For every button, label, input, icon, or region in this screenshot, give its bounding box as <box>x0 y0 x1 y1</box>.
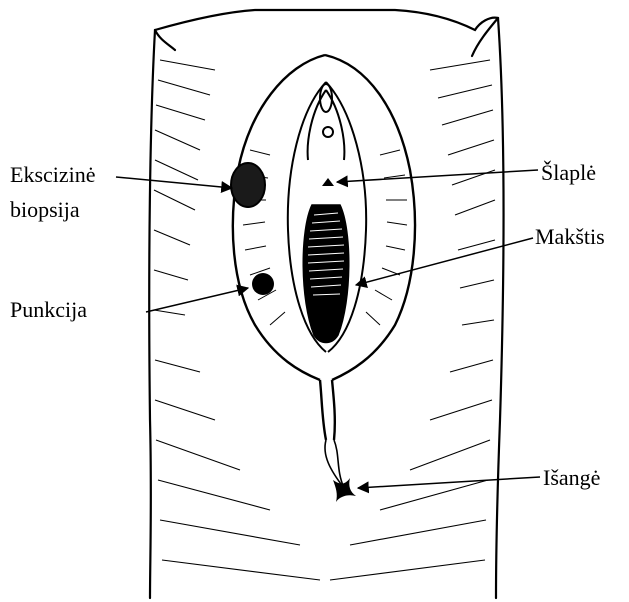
excision-leader-line <box>116 177 232 188</box>
puncture-lesion <box>252 273 274 295</box>
vagina-label: Makštis <box>535 224 605 250</box>
excision-biopsy-lesion <box>231 163 265 207</box>
urethral-opening <box>322 178 334 186</box>
puncture-label: Punkcija <box>10 297 87 323</box>
anus-mark <box>333 478 356 502</box>
perineum <box>325 440 344 488</box>
excision-biopsy-label-line2: biopsija <box>10 197 80 223</box>
anus-label: Išangė <box>543 465 600 491</box>
urethra-label: Šlaplė <box>541 160 596 186</box>
vagina-leader-line <box>356 238 533 285</box>
urethra-leader-line <box>337 170 538 182</box>
puncture-leader-line <box>146 288 248 312</box>
excision-biopsy-label-line1: Ekscizinė <box>10 162 96 188</box>
anus-leader-line <box>358 477 540 488</box>
vaginal-opening <box>303 205 349 343</box>
